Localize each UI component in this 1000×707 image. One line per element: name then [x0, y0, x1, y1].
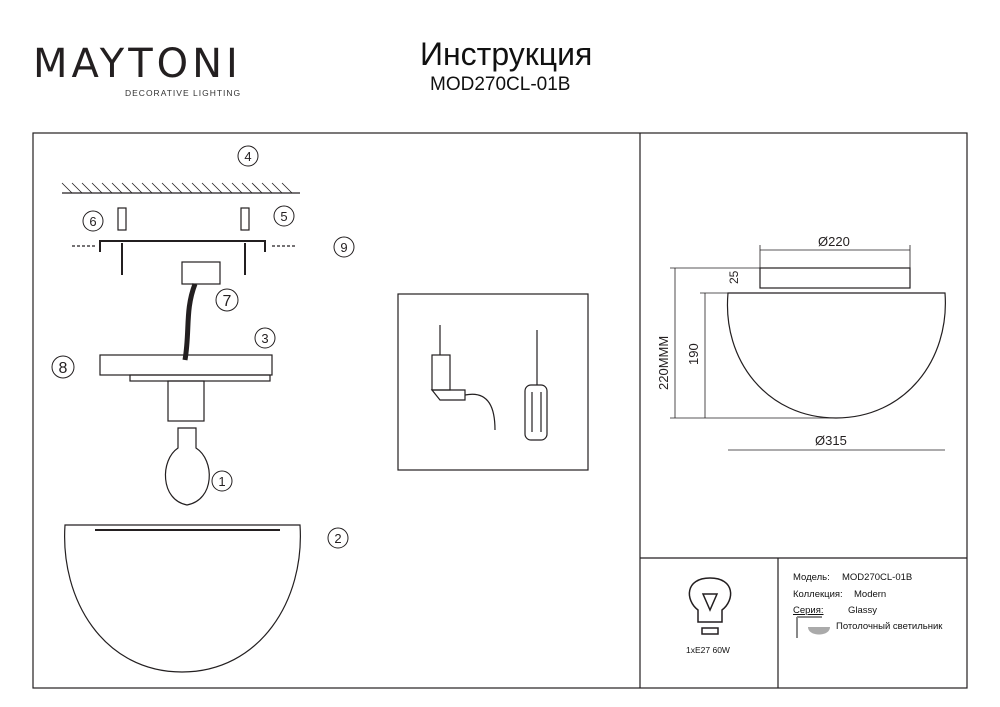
dowel-icon — [240, 207, 250, 275]
collection-label: Коллекция: — [793, 589, 843, 600]
dim-canopy-height: 25 — [727, 270, 741, 284]
callout-8: 8 — [59, 360, 68, 377]
dim-shade-height: 190 — [686, 343, 701, 365]
shade-outline — [726, 292, 946, 419]
lamp-bulb-icon — [688, 577, 732, 635]
canopy-edge — [129, 374, 271, 382]
outer-frame — [32, 132, 968, 689]
glass-shade — [64, 524, 301, 673]
lamp-holder — [167, 380, 205, 422]
model-label: Модель: — [793, 572, 830, 583]
callout-5: 5 — [280, 209, 287, 224]
wires — [182, 283, 198, 361]
model-value: MOD270CL-01B — [842, 572, 913, 583]
series-label: Серия: — [793, 605, 824, 616]
drill-icon — [430, 325, 496, 431]
canopy-outline — [759, 267, 911, 289]
callout-1: 1 — [218, 474, 225, 489]
lamp-spec: 1xE27 60W — [686, 645, 730, 655]
series-value: Glassy — [848, 605, 878, 616]
dim-shade-diameter: Ø315 — [815, 433, 847, 448]
callout-2: 2 — [334, 531, 341, 546]
mounting-bracket — [99, 240, 266, 252]
brand-tagline: DECORATIVE LIGHTING — [125, 88, 242, 98]
tools-panel — [397, 293, 589, 471]
screwdriver-icon — [524, 330, 548, 441]
terminal-block-icon — [181, 261, 221, 285]
brand-logo: MAYTONI — [33, 41, 242, 87]
callout-7: 7 — [223, 293, 232, 310]
callout-4: 4 — [244, 149, 251, 164]
dowel-icon — [117, 207, 127, 275]
dim-top-diameter: Ø220 — [818, 234, 850, 249]
collection-value: Modern — [854, 589, 887, 600]
model-number: MOD270CL-01B — [430, 74, 571, 95]
callout-markers — [51, 145, 355, 549]
ceiling-hatch — [61, 182, 300, 194]
callout-3: 3 — [261, 331, 268, 346]
callout-9: 9 — [340, 240, 347, 255]
dim-total-height: 220МММ — [656, 336, 671, 390]
callout-6: 6 — [89, 214, 96, 229]
lamp-type: Потолочный светильник — [836, 621, 943, 632]
ceiling-lamp-icon — [796, 616, 830, 638]
bulb-icon — [165, 427, 210, 506]
dimension-lines — [670, 245, 945, 451]
page-title: Инструкция — [420, 36, 593, 72]
